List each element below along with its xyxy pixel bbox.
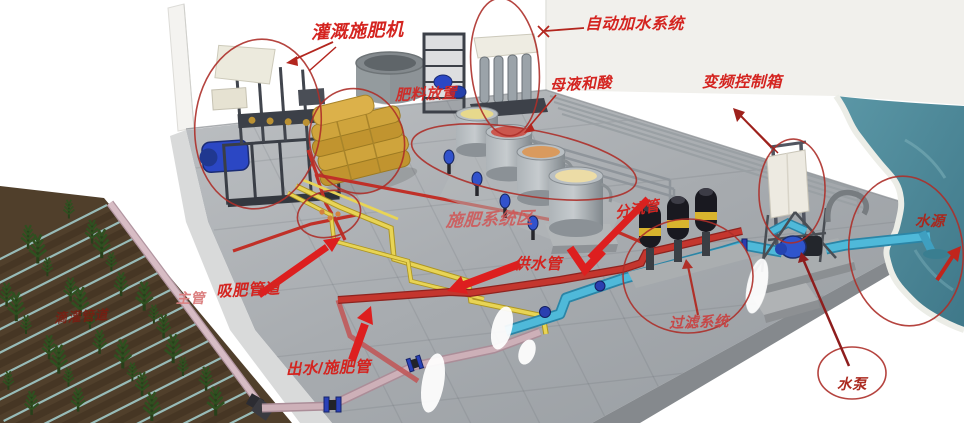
- pool-rim: [833, 94, 964, 333]
- pool-inlet: [918, 230, 949, 259]
- annotation-arrows: [256, 108, 961, 367]
- circle-auto-water: [469, 0, 541, 137]
- label-main-pipe: 主管: [176, 290, 205, 306]
- circle-water-source: [847, 175, 964, 327]
- annotation-pointers: [286, 25, 700, 316]
- floor-curb: [170, 130, 332, 423]
- circle-fertilizer-bags: [308, 87, 406, 195]
- cyan-valves: [539, 238, 748, 318]
- label-filter-system: 过滤系统: [668, 313, 730, 333]
- concrete-tank: [355, 51, 425, 105]
- vfd-arrow: [733, 108, 779, 154]
- label-fertilization-zone: 施肥系统区: [445, 208, 535, 231]
- pump-arrow: [798, 252, 851, 367]
- auto-water-system-unit: [422, 32, 548, 118]
- junction-fittings: [319, 209, 341, 221]
- corner-connector-pipe: [335, 299, 420, 384]
- circle-pump-label: [817, 346, 887, 400]
- water-pump-unit: [752, 207, 837, 273]
- filter-units: [639, 188, 717, 270]
- manifold-pipe-arrow: [566, 196, 651, 277]
- water-source-arrow: [935, 246, 961, 282]
- intake-hook-pipe: [825, 189, 869, 223]
- outlet-valve-2: [405, 354, 425, 373]
- water-pool: [833, 94, 964, 333]
- outlet-pipe-arrow: [348, 306, 373, 362]
- circle-control-box: [758, 138, 826, 244]
- label-suction-pipe: 吸肥管道: [215, 280, 281, 301]
- label-auto-water-system: 自动加水系统: [585, 16, 685, 33]
- floor-skirt: [592, 258, 901, 423]
- white-smudges: [420, 258, 769, 413]
- field-main-pipe: [106, 200, 266, 410]
- outlet-valve-1: [323, 396, 342, 413]
- label-drip-lines: 滴灌管道: [53, 307, 109, 326]
- filter-2: [667, 196, 689, 262]
- circle-fertigation-machine: [193, 38, 323, 210]
- filter-3: [695, 188, 717, 256]
- filter-pointer: [682, 259, 700, 316]
- label-outlet-pipe: 出水/施肥管: [285, 358, 372, 379]
- circle-tube-junction: [296, 189, 362, 239]
- auto-water-pointer: [537, 25, 585, 38]
- stock-solution-pointer: [524, 94, 557, 133]
- crop-field: [0, 186, 292, 423]
- label-water-pump: 水泵: [837, 377, 867, 393]
- label-stock-solution-acid: 母液和酸: [549, 74, 613, 95]
- suction-pipe-arrow: [256, 237, 341, 298]
- fertilizer-bags: [311, 94, 418, 199]
- label-fertigation-machine: 灌溉施肥机: [310, 19, 404, 43]
- mixing-tanks: [440, 106, 625, 258]
- label-water-source: 水源: [915, 214, 945, 230]
- label-fertilizer-storage: 肥料放置: [394, 84, 458, 105]
- fertigation-pointer: [286, 41, 337, 72]
- label-supply-pipe: 供水管: [514, 256, 563, 273]
- annotation-circles: [193, 0, 964, 400]
- filter-1: [639, 204, 661, 270]
- label-vfd-control-box: 变频控制箱: [702, 74, 783, 91]
- circle-filters: [622, 218, 754, 334]
- supply-pipe-arrow: [447, 260, 522, 294]
